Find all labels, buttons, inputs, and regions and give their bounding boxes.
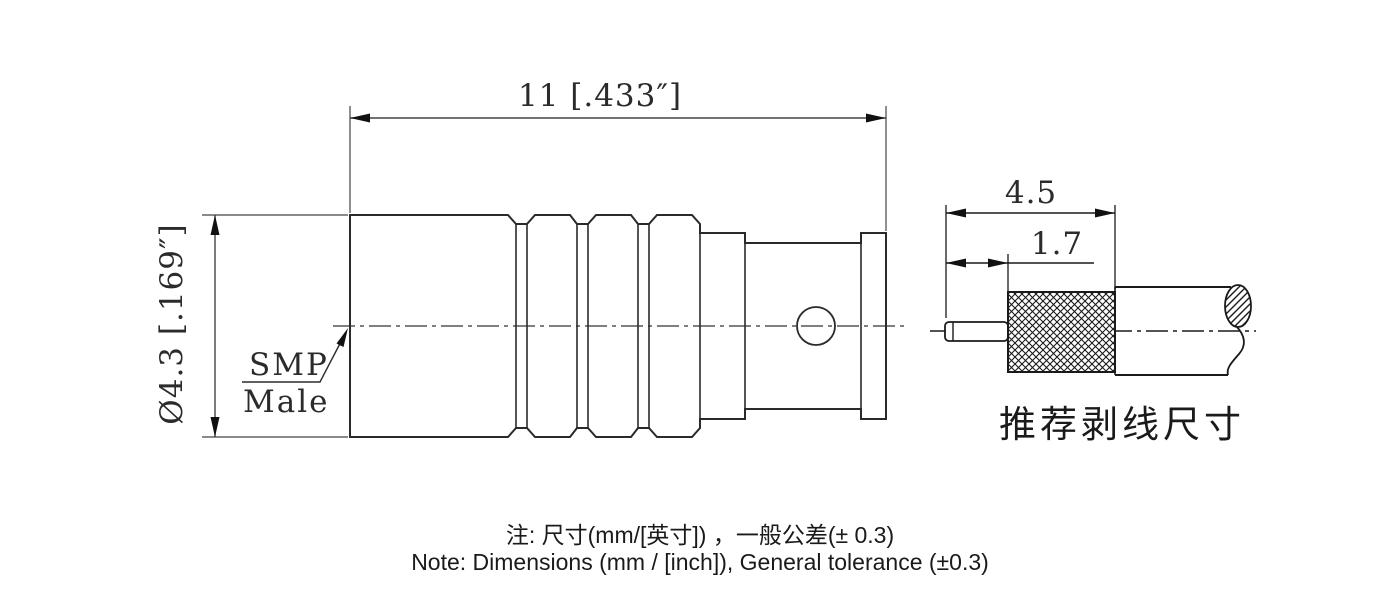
arrowhead-down-icon <box>210 417 220 437</box>
arrowhead-up-icon <box>210 215 220 235</box>
arrowhead-right-icon <box>988 258 1008 268</box>
arrowhead-right-icon <box>866 113 886 123</box>
braid-section <box>1007 291 1116 373</box>
note-line-en: Note: Dimensions (mm / [inch]), General … <box>411 549 989 575</box>
center-pin <box>944 321 1009 342</box>
arrowhead-right-icon <box>1095 208 1115 218</box>
pin-strip-dimension: 1.7 <box>946 226 1094 320</box>
total-strip-dimension: 4.5 <box>945 175 1116 318</box>
leader-arrowhead-icon <box>336 328 348 347</box>
arrowhead-left-icon <box>946 208 966 218</box>
diameter-dimension: Ø4.3 [.169″] <box>154 214 348 438</box>
mounting-hole <box>796 306 836 346</box>
cable-break-curve <box>1226 325 1245 376</box>
arrowhead-left-icon <box>946 258 966 268</box>
total-strip-dimension-label: 4.5 <box>1005 175 1057 211</box>
diameter-dimension-label: Ø4.3 [.169″] <box>154 223 190 424</box>
note-line-zh: 注: 尺寸(mm/[英寸]) ，一般公差(± 0.3) <box>506 522 894 548</box>
groove-edges <box>515 224 862 428</box>
connector-type-callout: SMP Male <box>242 328 348 420</box>
arrowhead-left-icon <box>350 113 370 123</box>
leader-line <box>242 331 347 383</box>
male-label: Male <box>243 384 329 420</box>
smp-label: SMP <box>249 347 329 383</box>
strip-view-caption: 推荐剥线尺寸 <box>999 403 1245 446</box>
length-dimension: 11 [.433″] <box>349 78 887 231</box>
cable-jacket <box>1114 284 1252 376</box>
cable-break-section <box>1224 284 1252 328</box>
length-dimension-label: 11 [.433″] <box>518 78 682 114</box>
pin-strip-dimension-label: 1.7 <box>1031 226 1083 262</box>
